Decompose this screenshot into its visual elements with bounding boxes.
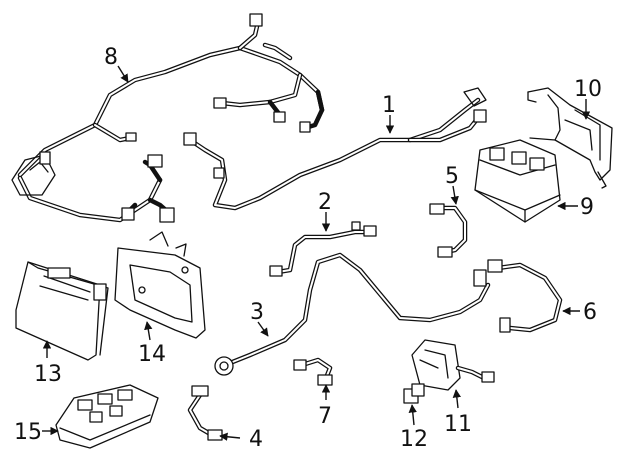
part-2-harness[interactable]: [269, 221, 377, 277]
callout-5: 5: [445, 164, 459, 189]
part-13-control-module[interactable]: [15, 261, 109, 361]
part-15-module[interactable]: [55, 384, 159, 449]
callout-8: 8: [104, 45, 118, 70]
callout-11: 11: [444, 412, 472, 437]
part-4-harness[interactable]: [187, 385, 223, 441]
part-1-main-harness[interactable]: [183, 87, 487, 211]
part-5-harness[interactable]: [429, 203, 468, 258]
callout-10: 10: [574, 77, 602, 102]
callout-9: 9: [580, 195, 594, 220]
leader-lines: [42, 65, 591, 441]
callout-15: 15: [14, 420, 42, 445]
callout-labels: 1 2 3 4 5 6 7 8 9 10 11 12 13 14 15: [14, 45, 602, 452]
callout-12: 12: [400, 427, 428, 452]
part-14-bracket[interactable]: [114, 231, 206, 339]
part-6-harness[interactable]: [487, 259, 563, 333]
part-3-harness[interactable]: [214, 252, 491, 376]
callout-4: 4: [249, 427, 263, 452]
part-11-module[interactable]: [411, 339, 495, 391]
callout-7: 7: [318, 404, 332, 429]
part-9-module[interactable]: [474, 139, 561, 223]
callout-1: 1: [382, 93, 396, 118]
callout-3: 3: [250, 300, 264, 325]
callout-14: 14: [138, 342, 166, 367]
part-7-harness[interactable]: [293, 357, 333, 386]
callout-2: 2: [318, 190, 332, 215]
part-8-rear-harness[interactable]: [11, 13, 325, 223]
part-12-connector[interactable]: [403, 383, 425, 404]
callout-13: 13: [34, 362, 62, 387]
callout-6: 6: [583, 300, 597, 325]
